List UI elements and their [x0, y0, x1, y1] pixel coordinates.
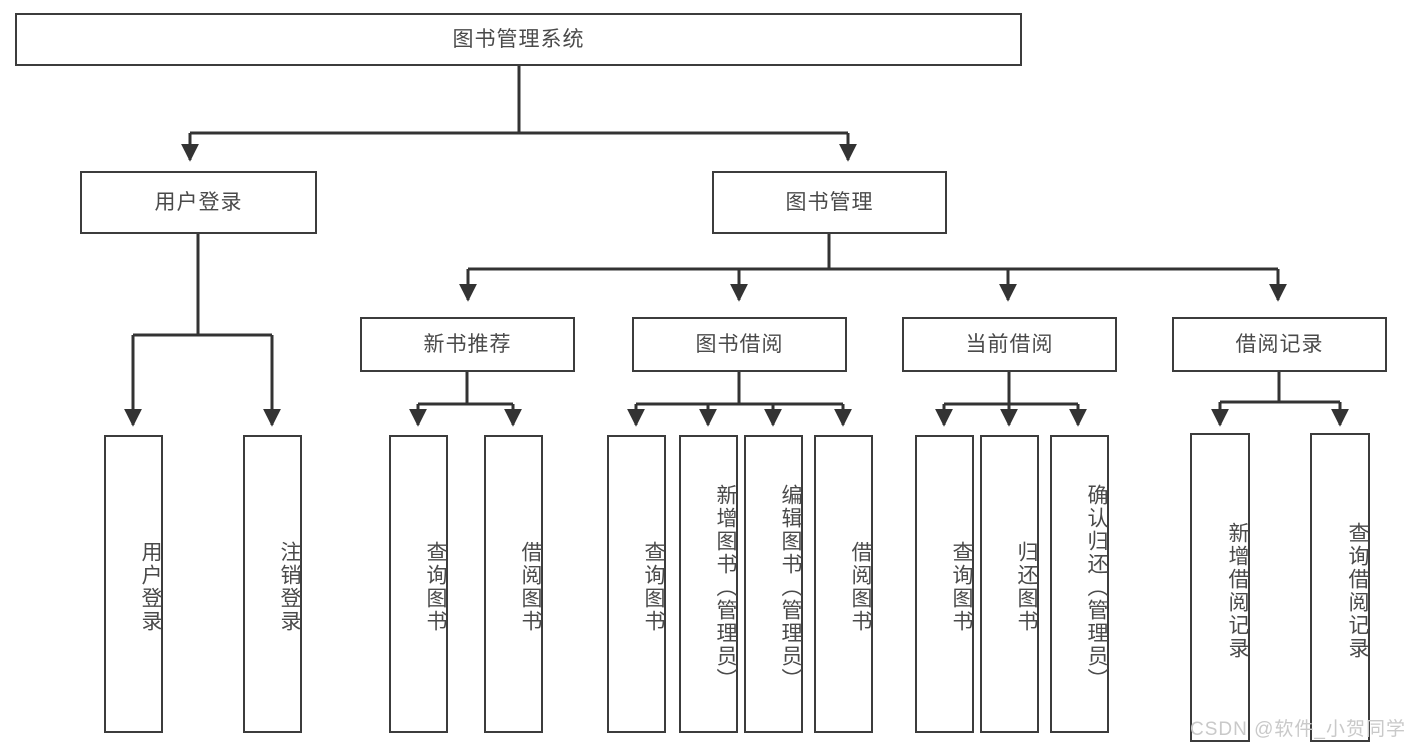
node-book-management-label: 图书管理: [785, 190, 874, 214]
node-leaf-confirm-return[interactable]: 确认归还（管理员）: [1050, 435, 1109, 733]
node-leaf-logout-login[interactable]: 注销登录: [243, 435, 302, 733]
node-leaf-add-record[interactable]: 新增借阅记录: [1190, 433, 1250, 742]
node-user-login-label: 用户登录: [154, 190, 243, 214]
node-leaf-query-book-1[interactable]: 查询图书: [389, 435, 448, 733]
node-leaf-query-book-1-label: 查询图书: [424, 541, 447, 633]
node-leaf-borrow-book-1-label: 借阅图书: [519, 541, 542, 633]
node-current-borrow-label: 当前借阅: [965, 332, 1054, 356]
node-leaf-user-login-label: 用户登录: [139, 541, 162, 633]
node-new-book-recommend-label: 新书推荐: [423, 332, 512, 356]
node-leaf-logout-login-label: 注销登录: [278, 541, 301, 633]
node-leaf-borrow-book-1[interactable]: 借阅图书: [484, 435, 543, 733]
node-leaf-confirm-return-label: 确认归还（管理员）: [1085, 483, 1108, 691]
node-leaf-edit-book-label: 编辑图书（管理员）: [779, 483, 802, 691]
node-leaf-return-book[interactable]: 归还图书: [980, 435, 1039, 733]
node-current-borrow[interactable]: 当前借阅: [902, 317, 1117, 372]
node-root-label: 图书管理系统: [452, 27, 585, 51]
node-root[interactable]: 图书管理系统: [15, 13, 1022, 66]
node-leaf-borrow-book-2-label: 借阅图书: [849, 541, 872, 633]
node-leaf-query-book-3[interactable]: 查询图书: [915, 435, 974, 733]
node-leaf-return-book-label: 归还图书: [1015, 541, 1038, 633]
node-leaf-query-book-3-label: 查询图书: [950, 541, 973, 633]
node-leaf-query-book-2-label: 查询图书: [642, 541, 665, 633]
node-book-management[interactable]: 图书管理: [712, 171, 947, 234]
node-leaf-query-book-2[interactable]: 查询图书: [607, 435, 666, 733]
node-leaf-query-record-label: 查询借阅记录: [1346, 521, 1369, 660]
node-new-book-recommend[interactable]: 新书推荐: [360, 317, 575, 372]
node-leaf-add-record-label: 新增借阅记录: [1226, 521, 1249, 660]
node-leaf-query-record[interactable]: 查询借阅记录: [1310, 433, 1370, 742]
node-borrow-record-label: 借阅记录: [1235, 332, 1324, 356]
node-leaf-add-book-label: 新增图书（管理员）: [714, 483, 737, 691]
node-leaf-borrow-book-2[interactable]: 借阅图书: [814, 435, 873, 733]
node-leaf-edit-book[interactable]: 编辑图书（管理员）: [744, 435, 803, 733]
node-leaf-user-login[interactable]: 用户登录: [104, 435, 163, 733]
node-leaf-add-book[interactable]: 新增图书（管理员）: [679, 435, 738, 733]
node-user-login[interactable]: 用户登录: [80, 171, 317, 234]
node-book-borrow[interactable]: 图书借阅: [632, 317, 847, 372]
csdn-watermark: CSDN @软件_小贺同学: [1190, 719, 1405, 740]
node-borrow-record[interactable]: 借阅记录: [1172, 317, 1387, 372]
node-book-borrow-label: 图书借阅: [695, 332, 784, 356]
